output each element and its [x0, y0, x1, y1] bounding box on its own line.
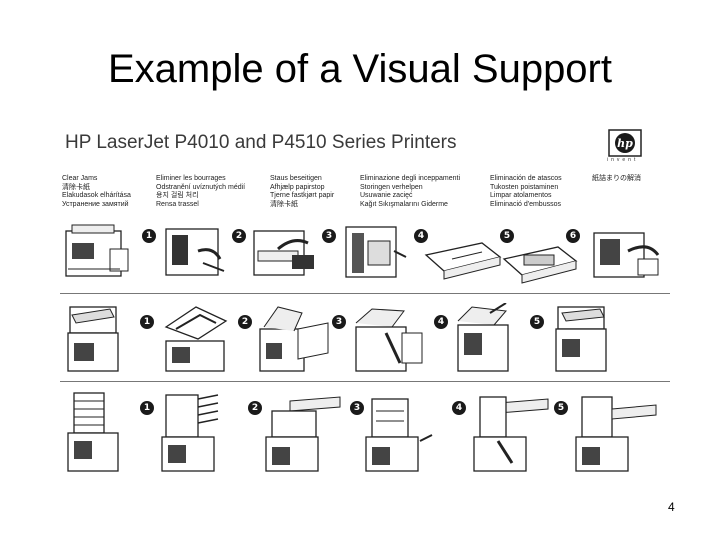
jam-step-illustration — [355, 308, 423, 372]
language-line: Rensa trassel — [156, 200, 199, 208]
language-line: Usuwanie zacięć — [360, 192, 413, 199]
jam-step-illustration — [575, 396, 657, 472]
language-line: Устранение замятий — [62, 200, 129, 208]
jam-step-illustration — [457, 303, 509, 372]
step-number-badge: 5 — [530, 315, 544, 329]
step-number-badge: 2 — [238, 315, 252, 329]
row-divider — [60, 381, 670, 382]
step-number-badge: 6 — [566, 229, 580, 243]
language-line: Afhjælp papirstop — [270, 183, 325, 191]
language-line: Tukosten poistaminen — [490, 183, 559, 191]
language-line: Eliminer les bourrages — [156, 175, 226, 182]
language-line: Eliminació d'embussos — [490, 200, 561, 208]
language-line: Kağıt Sıkışmalarını Giderme — [360, 200, 448, 208]
jam-step-illustration — [555, 306, 607, 372]
step-number-badge: 1 — [142, 229, 156, 243]
hp-logo-tagline: invent — [607, 157, 639, 163]
language-column-3: Staus beseitigen Afhjælp papirstop Tjern… — [270, 175, 334, 209]
step-number-badge: 1 — [140, 315, 154, 329]
jam-step-illustration — [593, 232, 660, 278]
step-number-badge: 2 — [232, 229, 246, 243]
figure-heading: HP LaserJet P4010 and P4510 Series Print… — [65, 132, 457, 153]
row-divider — [60, 293, 670, 294]
step-number-badge: 3 — [350, 401, 364, 415]
jam-step-illustration — [345, 226, 407, 278]
hp-logo-text: hp — [617, 137, 633, 150]
jam-step-illustration — [265, 396, 341, 472]
step-number-badge: 4 — [414, 229, 428, 243]
language-line: Storingen verhelpen — [360, 183, 423, 191]
jam-step-illustration — [253, 230, 314, 276]
language-line: 清除卡紙 — [270, 200, 298, 208]
printer-illustration — [65, 224, 129, 277]
language-line: Clear Jams — [62, 175, 98, 182]
jam-step-illustration — [502, 246, 578, 284]
language-column-5: Eliminación de atascos Tukosten poistami… — [490, 175, 562, 209]
printer-jam-instructions-figure: HP LaserJet P4010 and P4510 Series Print… — [60, 125, 670, 480]
language-column-4: Eliminazione degli inceppamenti Storinge… — [360, 175, 460, 209]
hp-logo-icon: hp — [608, 129, 642, 157]
jam-step-illustration — [365, 398, 433, 472]
step-number-badge: 2 — [248, 401, 262, 415]
language-line: Limpar atolamentos — [490, 192, 552, 199]
step-number-badge: 5 — [554, 401, 568, 415]
step-number-badge: 4 — [434, 315, 448, 329]
language-line: 紙詰まりの解消 — [592, 175, 641, 182]
slide-title: Example of a Visual Support — [107, 47, 612, 91]
language-line: Eliminación de atascos — [490, 175, 562, 182]
language-line: 清除卡紙 — [62, 183, 90, 191]
page-number: 4 — [668, 500, 675, 514]
jam-step-illustration — [164, 306, 228, 372]
printer-illustration — [67, 306, 119, 372]
step-number-badge: 3 — [332, 315, 346, 329]
language-line: Tjerne fastkjørt papir — [270, 192, 335, 199]
step-number-badge: 5 — [500, 229, 514, 243]
jam-step-illustration — [165, 228, 225, 276]
language-line: Odstranění uvíznutých médií — [156, 183, 246, 191]
step-number-badge: 1 — [140, 401, 154, 415]
step-number-badge: 4 — [452, 401, 466, 415]
language-column-6: 紙詰まりの解消 — [592, 175, 641, 184]
language-line: Staus beseitigen — [270, 175, 322, 182]
jam-step-illustration — [473, 396, 549, 472]
jam-step-illustration — [424, 242, 502, 280]
jam-step-illustration — [259, 306, 329, 372]
printer-illustration — [67, 392, 119, 472]
language-line: 용지 걸림 처리 — [156, 192, 199, 199]
language-line: Elakudasok elhárítása — [62, 192, 131, 199]
step-number-badge: 3 — [322, 229, 336, 243]
language-column-1: Clear Jams 清除卡紙 Elakudasok elhárítása Ус… — [62, 175, 131, 209]
language-column-2: Eliminer les bourrages Odstranění uvíznu… — [156, 175, 245, 209]
language-line: Eliminazione degli inceppamenti — [360, 175, 461, 182]
jam-step-illustration — [161, 394, 219, 472]
